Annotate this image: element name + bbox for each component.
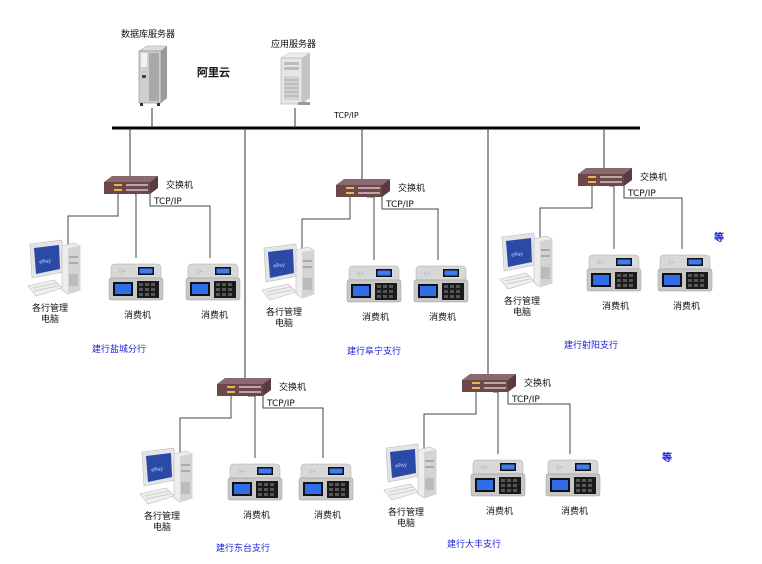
switch-label: 交换机: [398, 184, 426, 194]
svg-text:((•: ((•: [238, 469, 245, 475]
management-pc-label: 各行管理电脑: [32, 304, 69, 325]
application-server-icon: [278, 52, 312, 112]
database-server-label: 数据库服务器: [121, 30, 176, 40]
svg-text:ePay: ePay: [273, 262, 286, 270]
consumption-terminal-label: 消费机: [602, 302, 630, 312]
terminal-link: [262, 396, 324, 458]
management-pc-label: 各行管理电脑: [144, 512, 181, 533]
branch-name: 建行阜宁支行: [347, 347, 402, 357]
management-pc-icon: ePay: [24, 238, 84, 304]
protocol-label: TCP/IP: [628, 189, 656, 199]
etc-label-1: 等: [714, 233, 724, 244]
svg-text:((•: ((•: [196, 269, 203, 275]
consumption-terminal-icon: ((•: [226, 462, 284, 506]
consumption-terminal-icon: ((•: [107, 262, 165, 306]
svg-text:((•: ((•: [357, 271, 364, 277]
pc-link: [423, 392, 477, 450]
branch-name: 建行东台支行: [216, 544, 271, 554]
branch-name: 建行射阳支行: [564, 341, 619, 351]
terminal-link: [381, 197, 439, 260]
protocol-label: TCP/IP: [386, 200, 414, 210]
terminal-link: [623, 186, 683, 249]
consumption-terminal-icon: ((•: [297, 462, 355, 506]
consumption-terminal-icon: ((•: [469, 458, 527, 502]
pc-link: [179, 396, 232, 454]
consumption-terminal-label: 消费机: [124, 311, 152, 321]
consumption-terminal-label: 消费机: [486, 507, 514, 517]
consumption-terminal-icon: ((•: [345, 264, 403, 308]
management-pc-icon: ePay: [258, 242, 318, 308]
switch-label: 交换机: [524, 379, 552, 389]
protocol-label: TCP/IP: [154, 197, 182, 207]
protocol-label: TCP/IP: [512, 395, 540, 405]
consumption-terminal-label: 消费机: [201, 311, 229, 321]
terminal-link: [135, 193, 137, 258]
svg-text:((•: ((•: [481, 465, 488, 471]
switch-label: 交换机: [166, 181, 194, 191]
management-pc-icon: ePay: [136, 446, 196, 512]
consumption-terminal-label: 消费机: [243, 511, 271, 521]
svg-text:ePay: ePay: [39, 258, 52, 266]
application-server-label: 应用服务器: [271, 40, 317, 50]
consumption-terminal-label: 消费机: [429, 313, 457, 323]
consumption-terminal-label: 消费机: [362, 313, 390, 323]
consumption-terminal-icon: ((•: [585, 253, 643, 297]
consumption-terminal-label: 消费机: [314, 511, 342, 521]
management-pc-icon: ePay: [380, 442, 440, 508]
management-pc-icon: ePay: [496, 231, 556, 297]
switch-icon: [102, 176, 160, 202]
consumption-terminal-icon: ((•: [184, 262, 242, 306]
svg-text:ePay: ePay: [395, 462, 408, 470]
management-pc-label: 各行管理电脑: [266, 308, 303, 329]
svg-text:((•: ((•: [597, 260, 604, 266]
backbone-protocol-label: TCP/IP: [334, 111, 359, 120]
svg-text:((•: ((•: [424, 271, 431, 277]
pc-link: [301, 197, 351, 250]
management-pc-label: 各行管理电脑: [388, 508, 425, 529]
management-pc-label: 各行管理电脑: [504, 297, 541, 318]
svg-text:((•: ((•: [556, 465, 563, 471]
terminal-link: [248, 395, 256, 458]
pc-link: [539, 186, 593, 239]
terminal-link: [149, 194, 211, 258]
protocol-label: TCP/IP: [267, 399, 295, 409]
branch-name: 建行大丰支行: [447, 540, 502, 550]
switch-icon: [460, 374, 518, 400]
switch-icon: [334, 179, 392, 205]
consumption-terminal-icon: ((•: [412, 264, 470, 308]
terminal-link: [367, 196, 375, 260]
branch-name: 建行盐城分行: [92, 345, 147, 355]
svg-text:((•: ((•: [309, 469, 316, 475]
svg-text:((•: ((•: [119, 269, 126, 275]
svg-text:ePay: ePay: [511, 251, 524, 259]
consumption-terminal-icon: ((•: [544, 458, 602, 502]
svg-text:ePay: ePay: [151, 466, 164, 474]
switch-label: 交换机: [279, 383, 307, 393]
consumption-terminal-icon: ((•: [656, 253, 714, 297]
consumption-terminal-label: 消费机: [561, 507, 589, 517]
switch-icon: [215, 378, 273, 404]
switch-label: 交换机: [640, 173, 668, 183]
cloud-label: 阿里云: [197, 66, 230, 79]
terminal-link: [493, 391, 499, 454]
switch-icon: [576, 168, 634, 194]
consumption-terminal-label: 消费机: [673, 302, 701, 312]
terminal-link: [609, 185, 615, 249]
database-server-icon: [137, 45, 169, 111]
etc-label-2: 等: [662, 453, 672, 464]
terminal-link: [507, 392, 571, 454]
svg-text:((•: ((•: [668, 260, 675, 266]
pc-link: [67, 194, 119, 246]
